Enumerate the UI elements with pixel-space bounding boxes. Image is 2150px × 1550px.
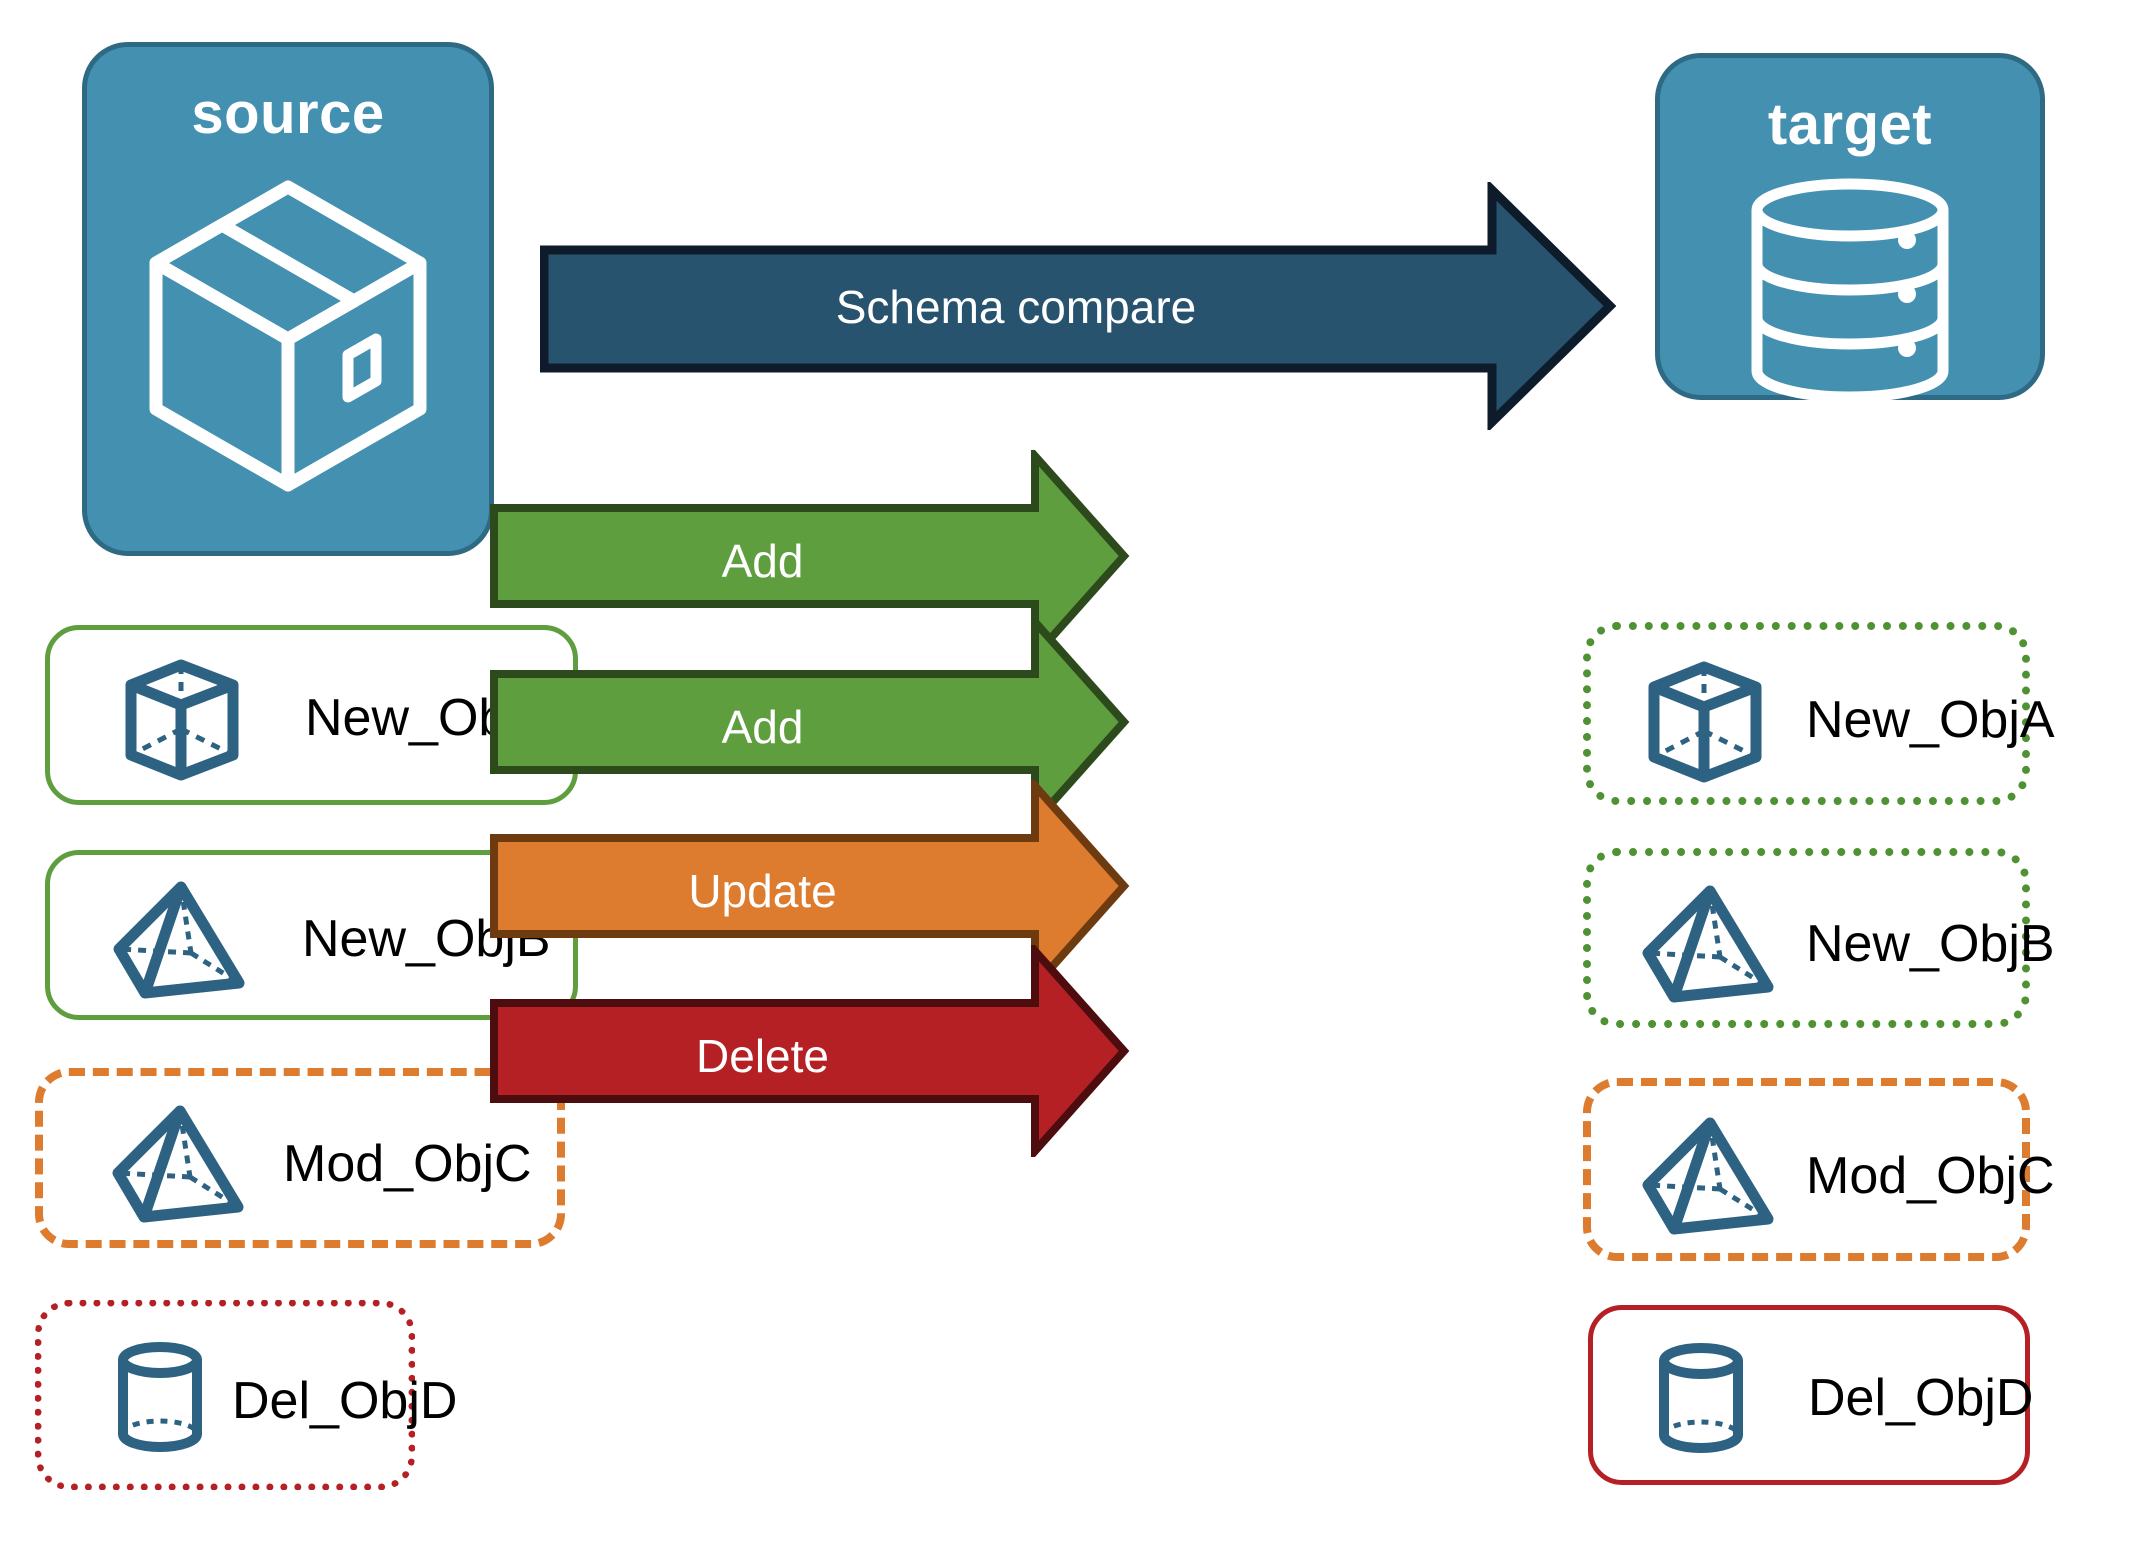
wireframe-cube-icon [1645,660,1765,784]
wireframe-cylinder-icon [1655,1340,1747,1458]
target-object-label-1: New_ObjB [1806,915,2055,973]
target-object-label-3: Del_ObjD [1808,1369,2034,1427]
target-object-box-2[interactable]: Mod_ObjC [1583,1078,2055,1261]
wireframe-pyramid-icon [1641,1116,1775,1236]
action-arrow-delete-3: Delete [490,940,1130,1162]
target-title: target [1767,92,1933,157]
source-object-label-2: Mod_ObjC [283,1135,532,1193]
target-endpoint-card: target [1655,53,2045,403]
schema-compare-arrow: Schema compare [539,179,1617,433]
wireframe-cube-icon [122,658,242,782]
target-object-label-0: New_ObjA [1806,691,2055,749]
source-object-box-2[interactable]: Mod_ObjC [35,1068,565,1248]
source-endpoint-card: source [82,42,494,556]
source-object-box-3[interactable]: Del_ObjD [35,1300,457,1490]
target-object-box-0[interactable]: New_ObjA [1583,622,2055,805]
source-title: source [191,81,385,146]
wireframe-pyramid-icon [112,880,246,1000]
wireframe-cylinder-icon [114,1339,206,1457]
source-object-box-1[interactable]: New_ObjB [45,850,578,1020]
database-stack-icon [1660,178,2040,403]
target-object-label-2: Mod_ObjC [1806,1147,2055,1205]
wireframe-pyramid-icon [1641,884,1775,1004]
package-box-icon [87,167,489,497]
source-object-label-3: Del_ObjD [232,1372,458,1430]
target-object-box-1[interactable]: New_ObjB [1583,848,2055,1028]
wireframe-pyramid-icon [111,1104,245,1224]
target-object-box-3[interactable]: Del_ObjD [1588,1305,2034,1485]
